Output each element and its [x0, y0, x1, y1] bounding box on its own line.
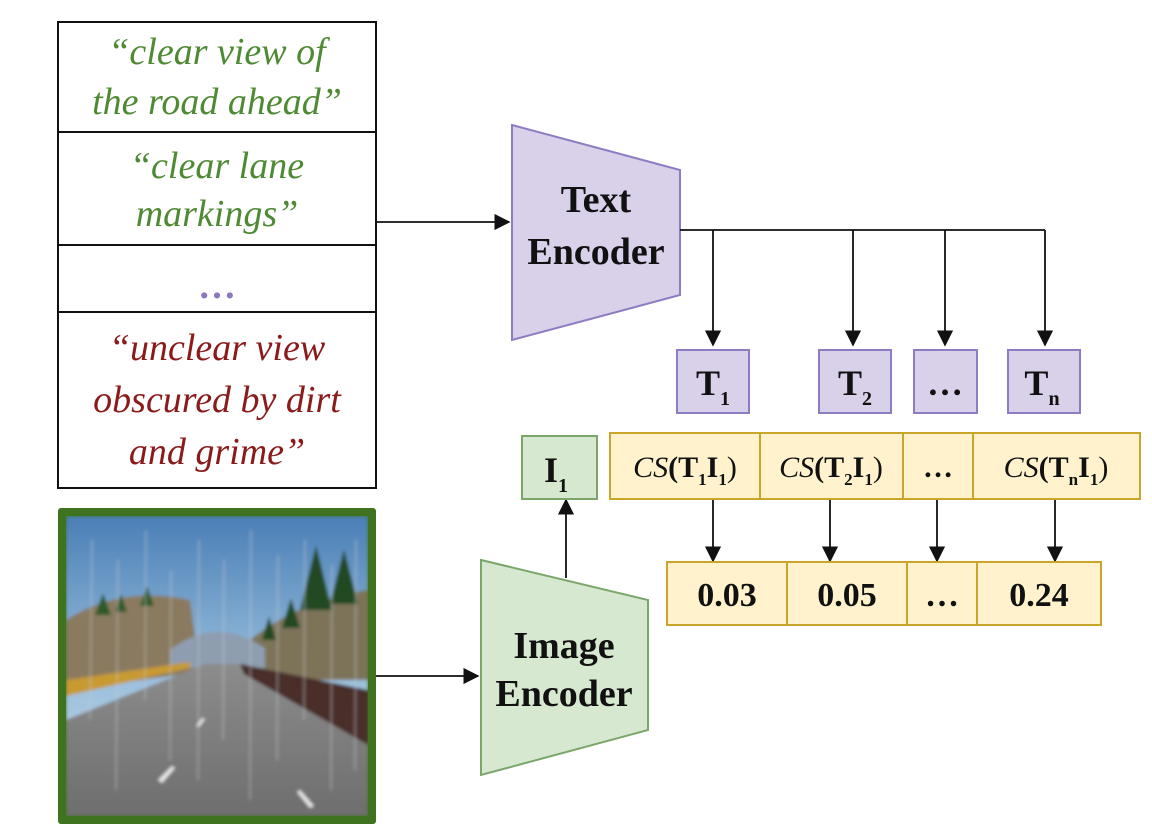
- prompt-1-line-1: “clear view of: [108, 31, 330, 73]
- token-ellipsis: …: [927, 363, 963, 403]
- token-i1-box: [521, 435, 598, 500]
- similarity-row-frame: [609, 432, 1141, 500]
- token-ellipsis-box: [913, 349, 978, 414]
- text-encoder: Text Encoder: [511, 123, 681, 342]
- token-t2-box: [818, 349, 892, 414]
- similarity-tn-i1: CS(TnI1): [1004, 451, 1109, 489]
- score-2: 0.05: [817, 577, 877, 614]
- scores-row-frame: [666, 561, 1102, 626]
- token-t1-box: [676, 349, 750, 414]
- prompt-4-line-2: obscured by dirt: [93, 379, 342, 421]
- token-t1: T1: [696, 363, 730, 410]
- score-n: 0.24: [1009, 577, 1069, 614]
- scores-row: 0.03 0.05 … 0.24: [666, 561, 1102, 626]
- prompt-1-line-2: the road ahead”: [92, 81, 342, 123]
- text-encoder-label-line-1: Text: [561, 179, 632, 221]
- text-encoder-shape: [511, 123, 681, 342]
- prompt-4-line-3: and grime”: [129, 431, 305, 473]
- image-encoder-label-line-2: Encoder: [495, 673, 632, 715]
- similarity-t1-i1: CS(T1I1): [633, 451, 737, 489]
- prompt-list-frame: [57, 21, 377, 489]
- road-scene-image: [58, 508, 376, 824]
- text-encoder-label-line-2: Encoder: [527, 231, 664, 273]
- score-ellipsis: …: [925, 577, 959, 614]
- text-tokens: T1 T2 … Tn: [676, 349, 1081, 414]
- similarity-ellipsis: …: [923, 451, 953, 484]
- prompt-4-line-1: “unclear view: [109, 327, 326, 369]
- token-tn-box: [1007, 349, 1081, 414]
- prompt-2-line-1: “clear lane: [130, 145, 304, 187]
- connectors: [376, 213, 1064, 685]
- image-token: I1: [521, 435, 598, 500]
- image-encoder: Image Encoder: [480, 558, 649, 777]
- token-i1: I1: [544, 450, 568, 497]
- score-1: 0.03: [697, 577, 757, 614]
- token-tn: Tn: [1024, 363, 1059, 410]
- similarity-row: CS(T1I1) CS(T2I1) … CS(TnI1): [609, 432, 1141, 500]
- image-encoder-shape: [480, 558, 649, 777]
- image-encoder-label-line-1: Image: [513, 625, 614, 667]
- prompt-ellipsis: …: [198, 265, 236, 307]
- token-t2: T2: [838, 363, 872, 410]
- prompt-2-line-2: markings”: [136, 193, 299, 235]
- prompt-list: “clear view of the road ahead” “clear la…: [57, 21, 377, 489]
- similarity-t2-i1: CS(T2I1): [779, 451, 883, 489]
